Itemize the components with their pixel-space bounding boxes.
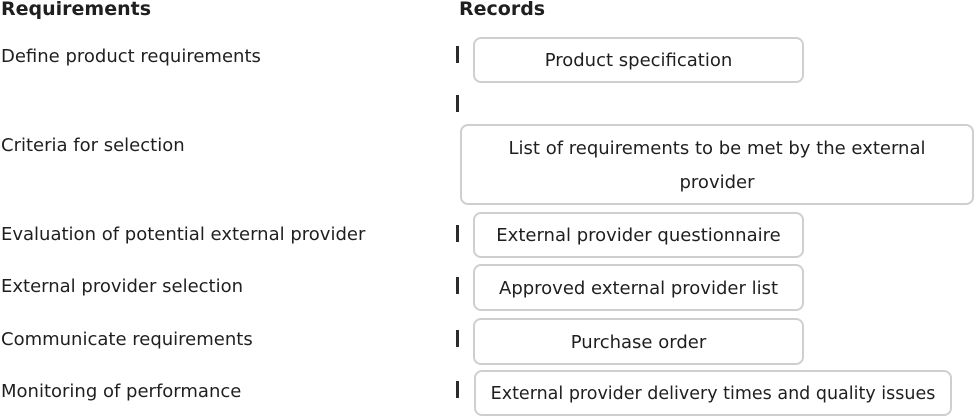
requirement-label: Define product requirements — [1, 46, 261, 67]
requirements-header: Requirements — [1, 0, 152, 20]
requirement-label: Communicate requirements — [1, 329, 253, 350]
drop-marker — [456, 277, 459, 294]
record-box[interactable]: Purchase order — [473, 318, 804, 365]
drop-marker — [456, 330, 459, 347]
record-box[interactable]: Product specification — [473, 37, 804, 83]
requirement-label: External provider selection — [1, 276, 244, 297]
drop-marker — [456, 225, 459, 242]
requirement-label: Monitoring of performance — [1, 381, 242, 402]
requirement-label: Criteria for selection — [1, 135, 185, 156]
record-box[interactable]: List of requirements to be met by the ex… — [460, 124, 974, 205]
record-box[interactable]: External provider delivery times and qua… — [474, 370, 952, 416]
drop-marker — [456, 381, 459, 398]
record-box[interactable]: Approved external provider list — [473, 264, 804, 311]
drop-marker — [456, 46, 459, 63]
requirement-label: Evaluation of potential external provide… — [1, 224, 366, 245]
records-header: Records — [459, 0, 546, 20]
drop-marker — [456, 95, 459, 112]
record-box[interactable]: External provider questionnaire — [473, 212, 804, 258]
